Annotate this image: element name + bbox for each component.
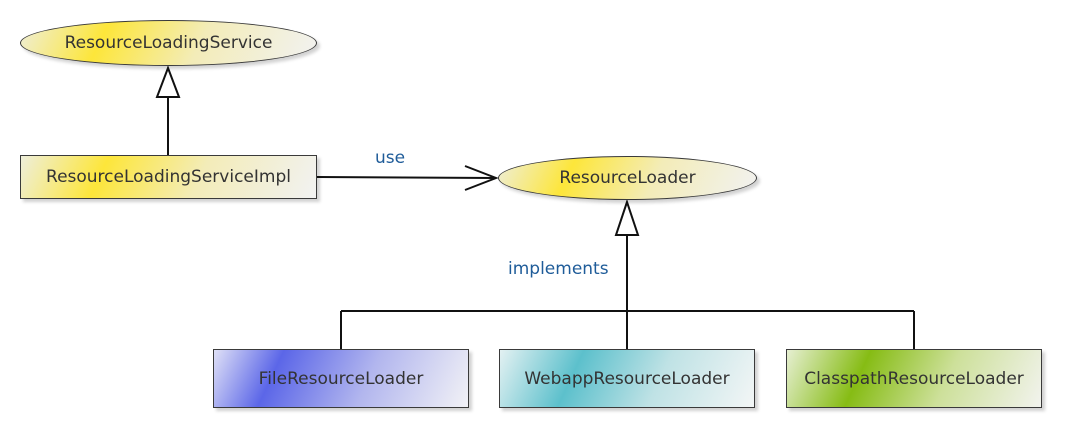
node-label: ResourceLoadingService (64, 33, 273, 53)
node-label: WebappResourceLoader (524, 368, 730, 389)
implements-edge-label: implements (508, 259, 609, 279)
node-label: FileResourceLoader (258, 368, 424, 389)
node-label: ClasspathResourceLoader (804, 368, 1024, 389)
resource-loader-interface[interactable]: ResourceLoader (498, 156, 757, 200)
node-label: ResourceLoader (559, 168, 696, 188)
resource-loading-service-impl-class[interactable]: ResourceLoadingServiceImpl (20, 155, 317, 199)
webapp-resource-loader-class[interactable]: WebappResourceLoader (499, 349, 755, 408)
file-resource-loader-class[interactable]: FileResourceLoader (213, 349, 469, 408)
use-arrowhead (464, 165, 499, 191)
generalization-arrowhead-loader (614, 198, 640, 236)
node-label: ResourceLoadingServiceImpl (46, 167, 291, 187)
classpath-resource-loader-class[interactable]: ClasspathResourceLoader (786, 349, 1042, 408)
resource-loading-service-interface[interactable]: ResourceLoadingService (20, 20, 317, 66)
use-dependency-line (316, 176, 497, 179)
use-edge-label: use (375, 148, 406, 168)
generalization-arrowhead-service (155, 65, 181, 98)
